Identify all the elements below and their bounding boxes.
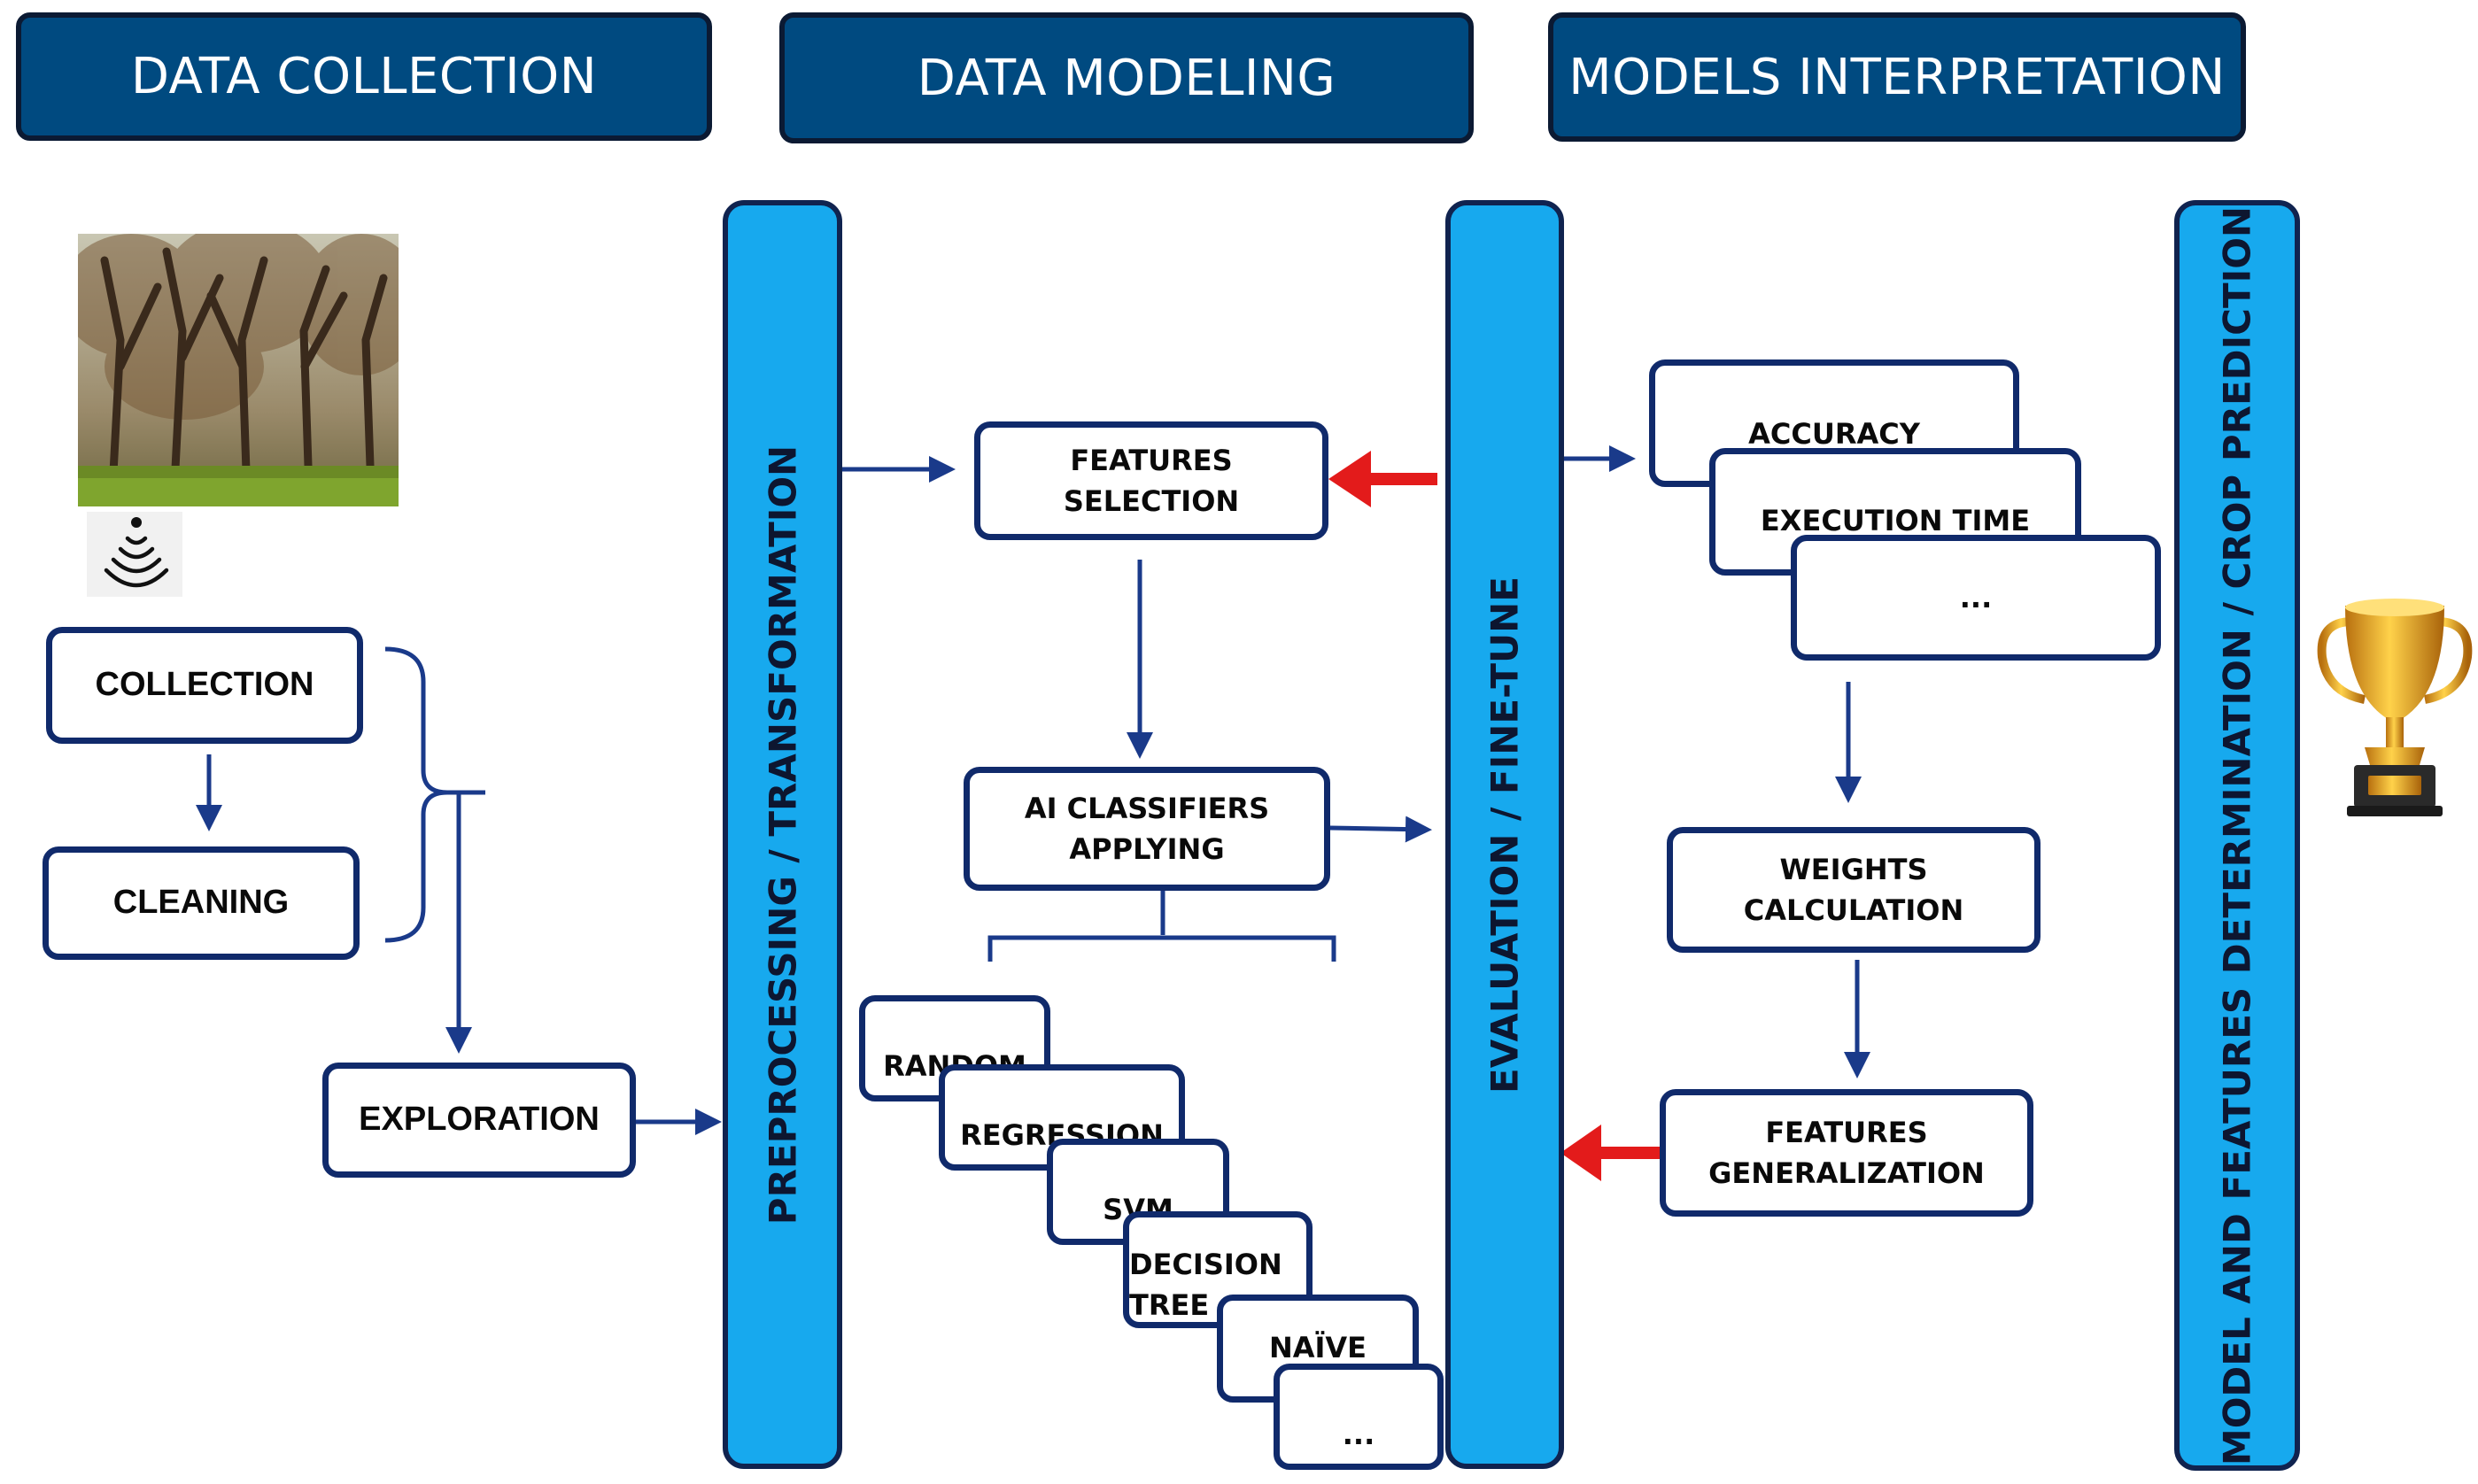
generalization-line1: FEATURES — [1765, 1115, 1928, 1149]
ai-classifiers-node[interactable]: AI CLASSIFIERS APPLYING — [964, 767, 1330, 891]
collection-node[interactable]: COLLECTION — [46, 627, 363, 744]
classifier-decision-label: DECISION — [1129, 1248, 1282, 1281]
ai-classifiers-line1: AI CLASSIFIERS — [1024, 791, 1270, 825]
header-models-interpretation-label: MODELS INTERPRETATION — [1568, 48, 2226, 106]
metric-accuracy-label: ACCURACY — [1748, 417, 1920, 451]
arrow-classifiers-to-evaluation — [1329, 815, 1432, 843]
cleaning-label: CLEANING — [112, 884, 290, 922]
metric-card-more[interactable]: ... — [1791, 535, 2161, 661]
classifier-naive-label: NAÏVE — [1268, 1331, 1367, 1364]
red-arrow-to-features-selection — [1328, 451, 1437, 507]
header-models-interpretation: MODELS INTERPRETATION — [1548, 12, 2246, 142]
preprocessing-label: PREPROCESSING / TRANSFORMATION — [761, 444, 804, 1225]
features-selection-line1: FEATURES — [1070, 443, 1233, 477]
evaluation-fine-tune-bar: EVALUATION / FINE-TUNE — [1445, 200, 1564, 1469]
classifier-tree-bracket — [987, 891, 1336, 962]
exploration-label: EXPLORATION — [359, 1101, 600, 1139]
evaluation-label: EVALUATION / FINE-TUNE — [1483, 576, 1527, 1094]
weights-line2: CALCULATION — [1743, 893, 1964, 927]
features-selection-line2: SELECTION — [1063, 484, 1240, 518]
features-generalization-node[interactable]: FEATURES GENERALIZATION — [1660, 1089, 2033, 1217]
classifier-card-more[interactable]: ... — [1274, 1364, 1444, 1470]
header-data-modeling: DATA MODELING — [779, 12, 1474, 143]
metric-more-label: ... — [1959, 580, 1993, 614]
exploration-node[interactable]: EXPLORATION — [322, 1063, 636, 1178]
weights-calculation-node[interactable]: WEIGHTS CALCULATION — [1667, 827, 2040, 953]
cleaning-node[interactable]: CLEANING — [43, 846, 360, 960]
wireless-sensor-icon — [87, 512, 182, 597]
header-data-collection-label: DATA COLLECTION — [130, 48, 598, 105]
classifier-more-label: ... — [1342, 1417, 1375, 1451]
model-determination-bar: MODEL AND FEATURES DETERMINATION / CROP … — [2174, 200, 2300, 1471]
classifier-tree-label: TREE — [1129, 1288, 1210, 1323]
collection-label: COLLECTION — [95, 666, 314, 704]
generalization-line2: GENERALIZATION — [1708, 1156, 1985, 1190]
metric-execution-time-label: EXECUTION TIME — [1760, 504, 2031, 537]
header-data-modeling-label: DATA MODELING — [917, 49, 1336, 107]
park-trees-photo — [78, 234, 399, 506]
bracket-collection-cleaning — [384, 646, 448, 943]
red-arrow-to-evaluation — [1560, 1125, 1661, 1181]
determination-label: MODEL AND FEATURES DETERMINATION / CROP … — [2215, 205, 2259, 1465]
header-data-collection: DATA COLLECTION — [16, 12, 712, 141]
preprocessing-transformation-bar: PREPROCESSING / TRANSFORMATION — [723, 200, 842, 1469]
weights-line1: WEIGHTS — [1779, 852, 1928, 886]
features-selection-node[interactable]: FEATURES SELECTION — [974, 421, 1328, 540]
trophy-icon — [2315, 595, 2474, 822]
ai-classifiers-line2: APPLYING — [1069, 832, 1225, 866]
